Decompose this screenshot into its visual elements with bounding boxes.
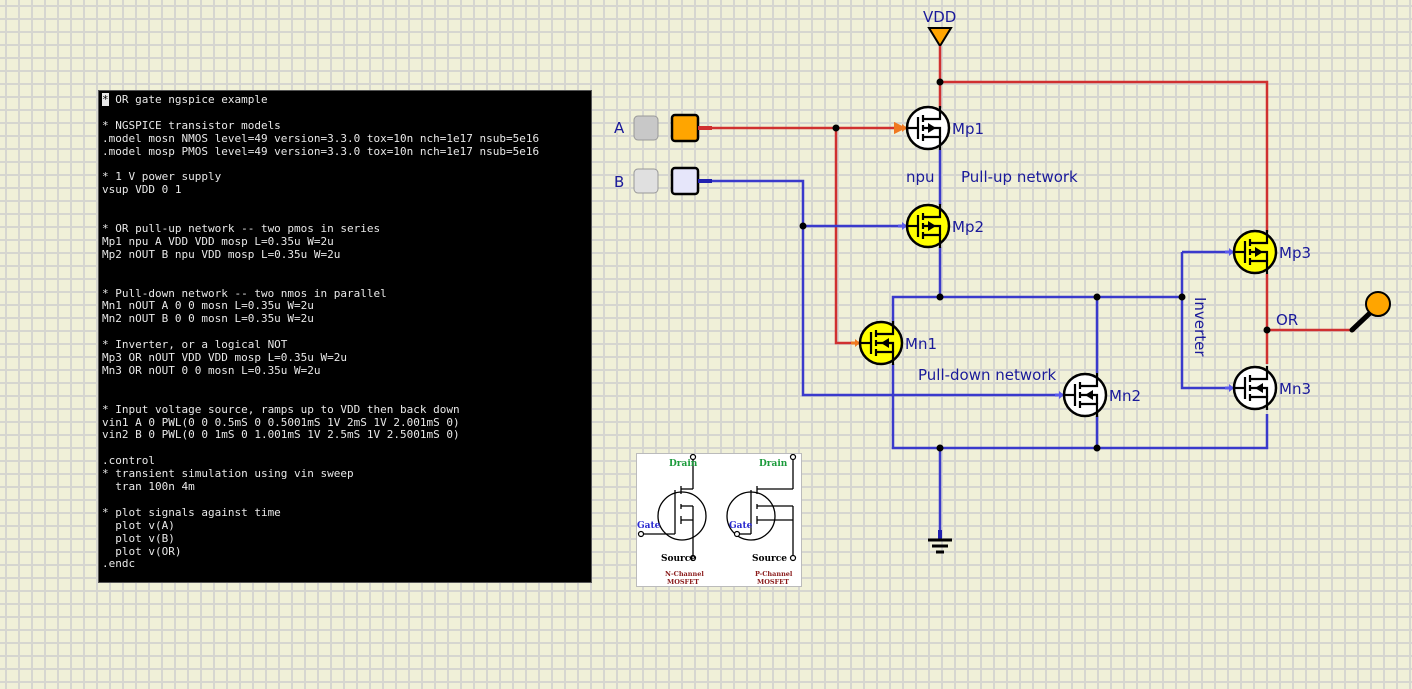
input-b[interactable]: B [614,166,700,196]
netlist-line: Mp3 OR nOUT VDD VDD mosp L=0.35u W=2u [102,351,348,365]
netlist-line: plot v(A) [102,518,175,532]
ref-gate-n: Gate [637,521,661,531]
wires-low [700,150,1269,532]
inverter-label: Inverter [1191,297,1209,357]
netlist-line: * OR pull-up network -- two pmos in seri… [102,222,381,235]
junctions [799,78,1271,452]
input-a-state-box[interactable] [670,113,700,143]
transistor-label: Mn2 [1109,387,1141,405]
netlist-line: * transient simulation using vin sweep [102,467,354,481]
netlist-line: vin2 B 0 PWL(0 0 1mS 0 1.001mS 1V 2.5mS … [102,428,460,442]
netlist-line: * Inverter, or a logical NOT [102,338,288,352]
netlist-line: Mp2 nOUT B npu VDD mosp L=0.35u W=2u [102,247,341,261]
netlist-line: Mp1 npu A VDD VDD mosp L=0.35u W=2u [102,234,334,248]
ref-p-channel: P-Channel [755,570,793,578]
transistor-label: Mp1 [952,120,984,138]
ground-symbol [928,530,952,554]
ref-p-mosfet: MOSFET [757,578,789,586]
transistor-mp2[interactable]: Mp2 [898,203,984,249]
vdd-label: VDD [923,8,956,26]
netlist-line: plot v(OR) [102,544,182,558]
net-label-npu: npu [906,168,935,186]
transistor-mp3[interactable]: Mp3 [1225,229,1311,275]
vdd-triangle-icon [927,27,953,48]
transistor-mn1[interactable]: Mn1 [851,320,937,366]
netlist-line: Mn2 nOUT B 0 0 mosn L=0.35u W=2u [102,312,314,326]
ref-n-channel: N-Channel [665,570,704,578]
netlist-line: Mn1 nOUT A 0 0 mosn L=0.35u W=2u [102,299,314,313]
net-label-or: OR [1276,311,1298,329]
transistor-label: Mp2 [952,218,984,236]
vdd-supply[interactable]: VDD [923,8,956,48]
transistor-mp1[interactable]: Mp1 [898,105,984,151]
pull-up-network-label: Pull-up network [961,168,1078,186]
netlist-line: * Pull-down network -- two nmos in paral… [102,286,387,300]
input-b-state-box[interactable] [670,166,700,196]
netlist-line: .model mosn NMOS level=49 version=3.3.0 … [102,131,540,145]
netlist-line: Mn3 OR nOUT 0 0 mosn L=0.35u W=2u [102,363,321,377]
netlist-line: vsup VDD 0 1 [102,183,182,197]
netlist-line: * plot signals against time [102,505,281,519]
wires-high [700,46,1355,364]
input-a[interactable]: A [614,113,700,143]
transistor-mn3[interactable]: Mn3 [1225,365,1311,411]
netlist-line: plot v(B) [102,531,175,545]
netlist-line: * 1 V power supply [102,170,222,184]
ref-drain-n: Drain [669,459,698,469]
netlist-line: * NGSPICE transistor models [102,118,281,132]
netlist-line: .control [102,454,155,468]
transistor-mn2[interactable]: Mn2 [1055,372,1141,418]
ref-source-n: Source [661,554,696,564]
input-a-toggle-button[interactable] [633,115,659,141]
transistor-label: Mn1 [905,335,937,353]
netlist-line: tran 100n 4m [102,480,195,494]
input-a-label: A [614,119,625,137]
text-cursor: * [102,93,109,106]
pull-down-network-label: Pull-down network [918,366,1057,384]
netlist-editor[interactable]: * OR gate ngspice example * NGSPICE trans… [98,90,592,583]
mosfet-reference-image: Drain Drain Gate Gate Source Source N-Ch… [636,453,802,587]
output-probe-or[interactable] [1349,291,1391,333]
netlist-line: vin1 A 0 PWL(0 0 0.5mS 0 0.5001mS 1V 2mS… [102,415,460,429]
ref-source-p: Source [752,554,787,564]
led-probe-icon [1365,291,1391,317]
ref-n-mosfet: MOSFET [667,578,699,586]
ref-drain-p: Drain [759,459,788,469]
transistor-label: Mn3 [1279,380,1311,398]
netlist-line: * Input voltage source, ramps up to VDD … [102,402,460,416]
netlist-line: .model mosp PMOS level=49 version=3.3.0 … [102,144,540,158]
input-b-label: B [614,173,624,191]
ref-gate-p: Gate [729,521,753,531]
transistor-label: Mp3 [1279,244,1311,262]
netlist-line: .endc [102,557,136,571]
input-b-toggle-button[interactable] [633,168,659,194]
netlist-line: * OR gate ngspice example [102,93,268,106]
